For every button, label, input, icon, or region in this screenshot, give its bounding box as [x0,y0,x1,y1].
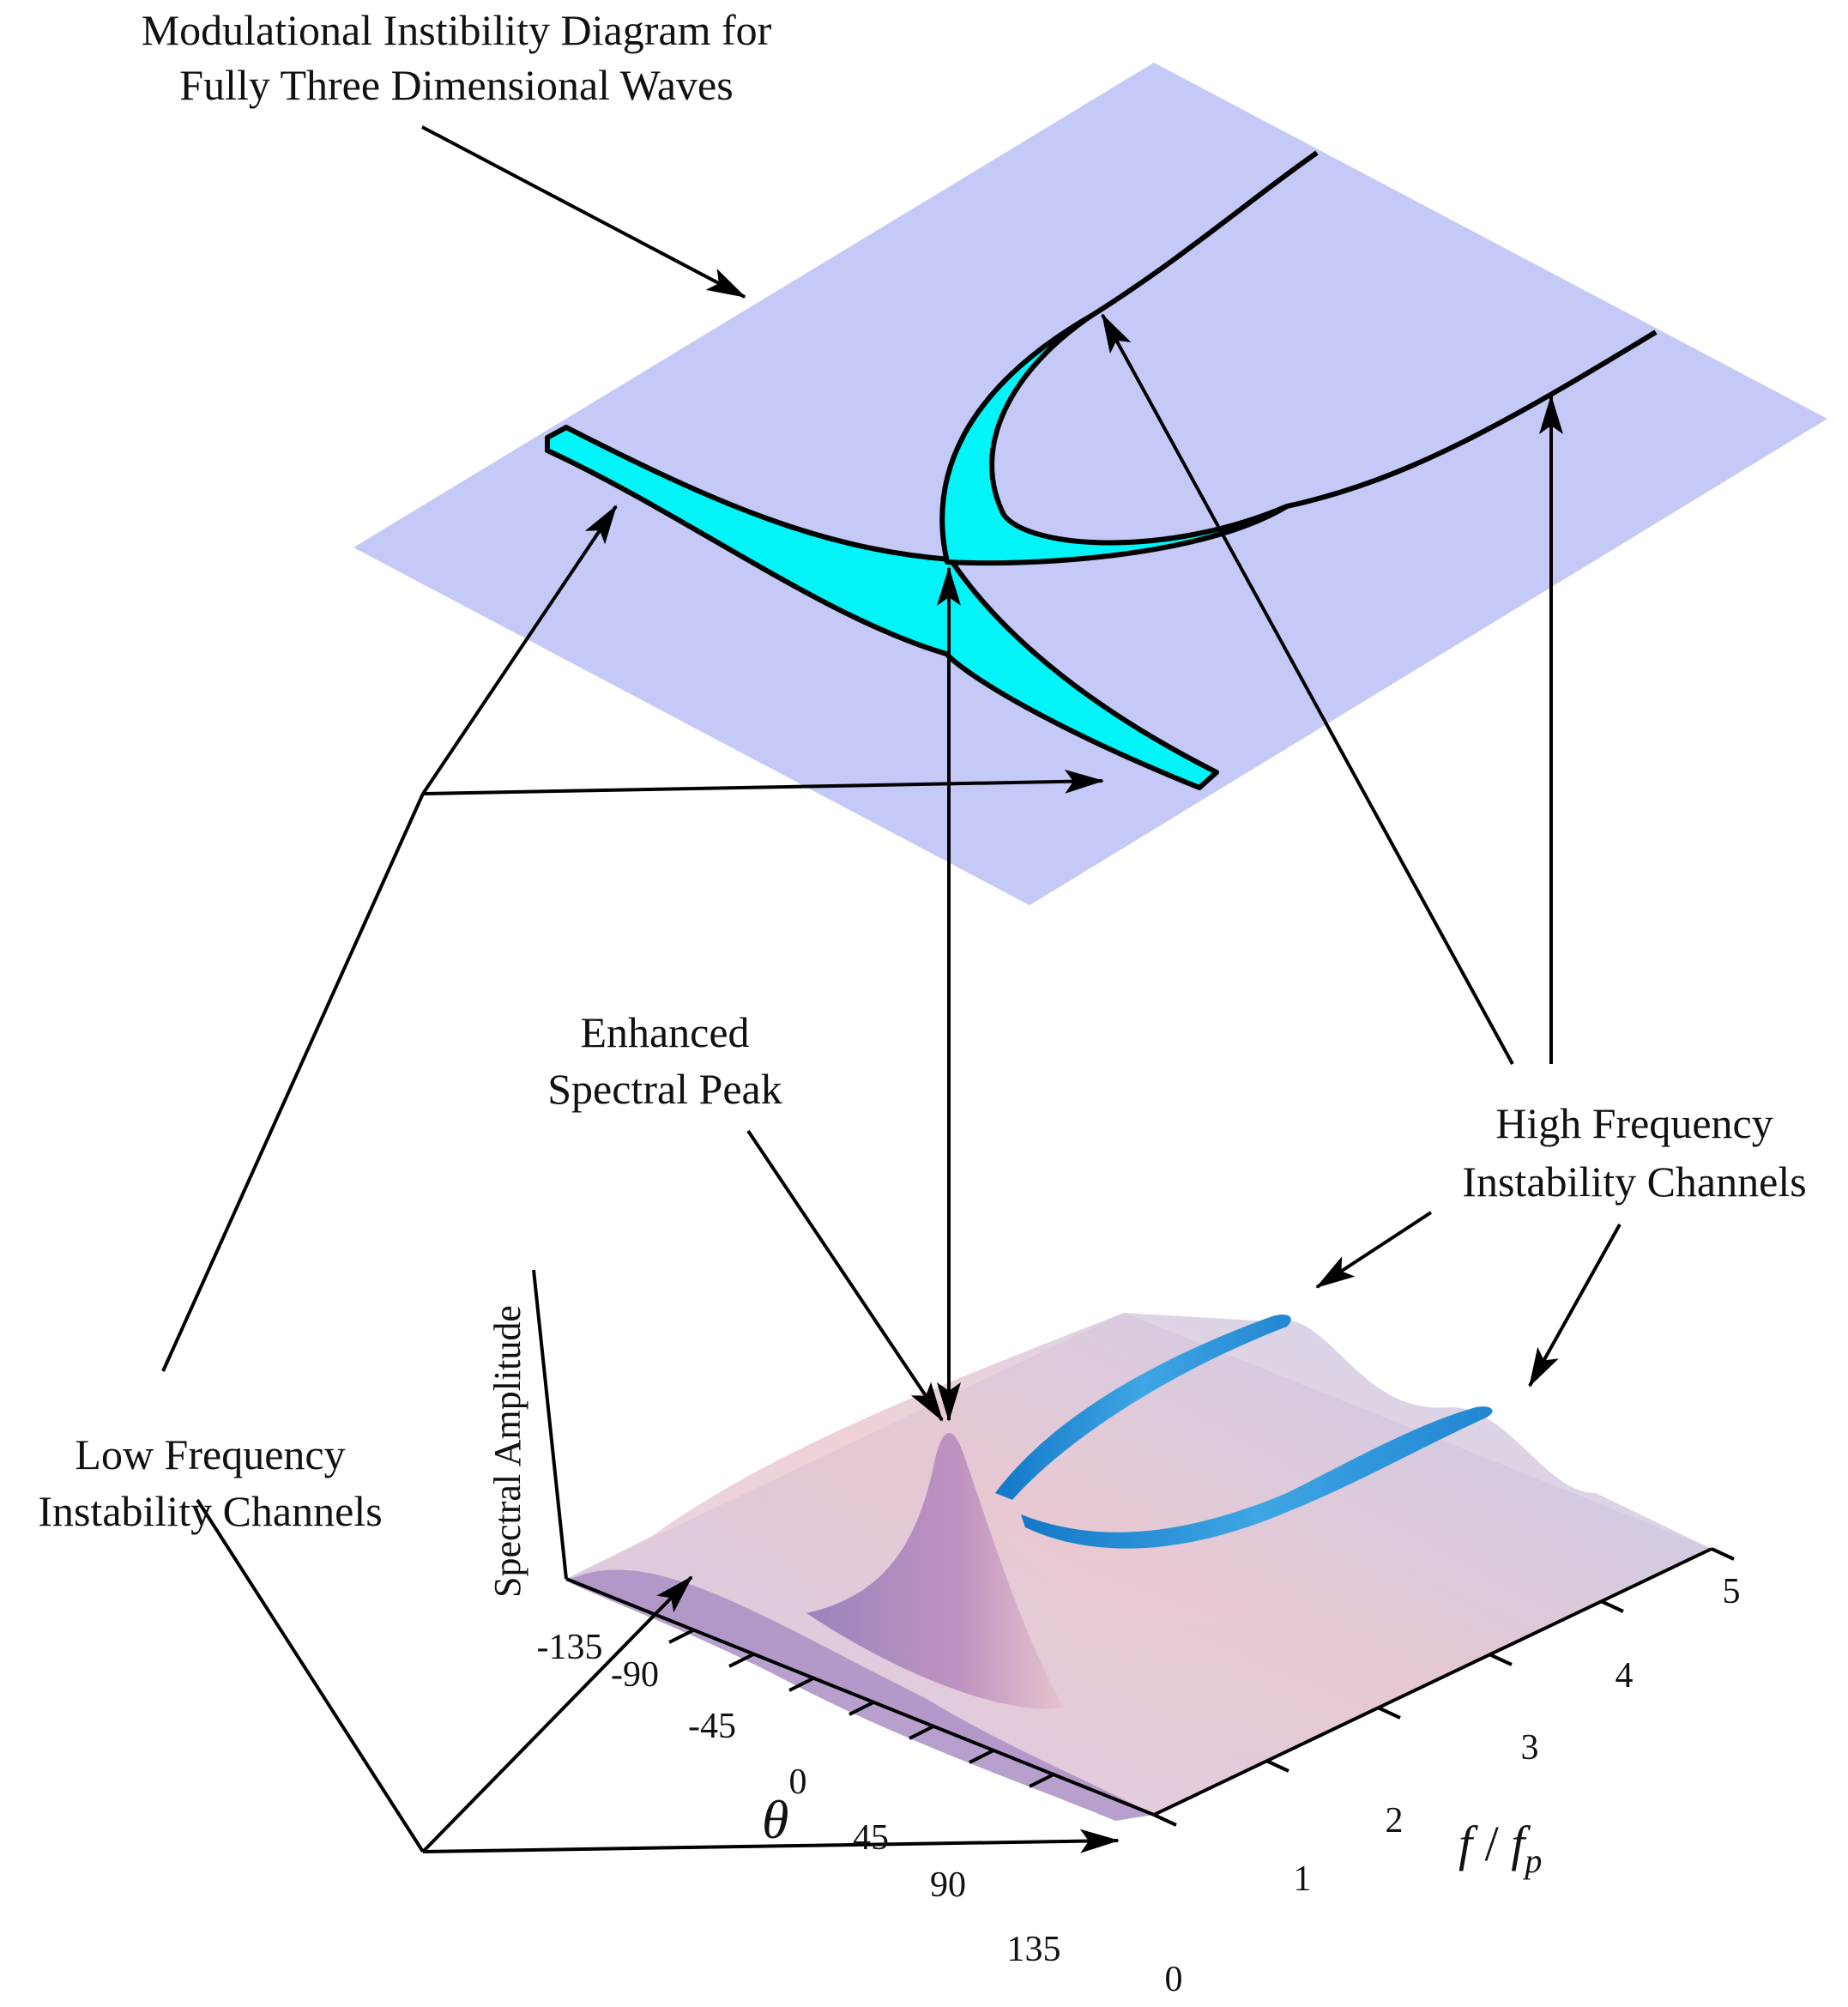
low-frequency-label-line2: Instability Channels [38,1487,382,1535]
frequency-tick-label: 2 [1386,1801,1404,1841]
frequency-axis [1153,1547,1712,1817]
theta-tick-labels: -135-90 -45 0 45 90 135 [537,1628,1061,1969]
z-axis-title: Spectral Amplitude [486,1305,528,1598]
frequency-tick-mark [1377,1706,1401,1720]
low-frequency-upper-leader [161,793,425,1372]
theta-tick-label: -90 [611,1655,659,1695]
theta-tick-mark [909,1725,934,1740]
theta-tick-marks [668,1629,1054,1788]
low-frequency-lower-arrow-a [421,1575,693,1853]
frequency-tick-label: 5 [1723,1572,1741,1611]
peak-arrow [746,1129,944,1422]
frequency-tick-mark [1489,1653,1513,1666]
high-frequency-band [939,313,1289,566]
frequency-tick-label: 0 [1165,1960,1183,1999]
spectrum-surface [532,1269,1735,1827]
f-slash: / [1472,1816,1511,1871]
instability-curve-upper [1090,150,1319,318]
theta-axis-title: θ [762,1789,788,1850]
theta-tick-label: -135 [537,1628,603,1667]
theta-tick-label: 45 [853,1818,889,1858]
instability-curve-lower [1286,329,1658,509]
frequency-tick-label: 4 [1615,1656,1634,1696]
frequency-tick-marks [1153,1547,1735,1827]
frequency-tick-labels: 0 1 2 3 4 5 [1165,1572,1741,1999]
low-frequency-upper-arrow-a [421,505,618,795]
low-frequency-lower-arrow-b [422,1829,1120,1853]
theta-tick-label: 90 [930,1865,966,1905]
high-frequency-label-line1: High Frequency [1495,1099,1773,1147]
z-axis [532,1269,568,1580]
low-frequency-lower-leader [196,1498,425,1853]
low-frequency-band [545,425,1219,790]
peak-label-line1: Enhanced [580,1008,749,1056]
high-frequency-lower-arrow [1528,1224,1622,1387]
high-frequency-upper-arrow [1315,1211,1433,1289]
diagram-plane [353,63,1827,905]
title-arrow [421,125,746,299]
frequency-tick-mark [1265,1759,1289,1773]
frequency-axis-title: f / fp [1458,1816,1542,1880]
diagram-title-line2: Fully Three Dimensional Waves [179,61,733,109]
peak-label-line2: Spectral Peak [547,1065,782,1113]
frequency-tick-label: 3 [1521,1728,1539,1768]
low-frequency-label-line1: Low Frequency [75,1430,345,1478]
theta-tick-mark [728,1653,754,1668]
theta-tick-mark [668,1629,694,1644]
low-frequency-upper-arrow-b [422,769,1104,795]
theta-tick-label: 0 [789,1762,807,1802]
diagram-title-line1: Modulational Instibility Diagram for [142,6,772,54]
theta-tick-mark [788,1677,814,1692]
high-frequency-channel-lower [1021,1406,1493,1549]
high-frequency-label-line2: Instability Channels [1462,1158,1806,1206]
fp-subscript: p [1522,1841,1542,1880]
theta-tick-mark [969,1749,994,1764]
theta-tick-label: 135 [1007,1930,1061,1969]
high-frequency-upper-leader [1101,313,1514,1065]
spectral-peak [806,1433,1064,1709]
theta-axis [565,1577,1155,1817]
theta-tick-label: -45 [688,1707,736,1746]
high-frequency-channel-upper [995,1315,1291,1500]
frequency-tick-mark [1711,1547,1735,1561]
connector-arrows [161,125,1622,1853]
theta-tick-mark [849,1701,874,1716]
frequency-tick-mark [1153,1813,1177,1827]
frequency-tick-mark [1600,1599,1624,1613]
frequency-tick-label: 1 [1294,1859,1312,1899]
theta-tick-mark [1029,1773,1054,1788]
